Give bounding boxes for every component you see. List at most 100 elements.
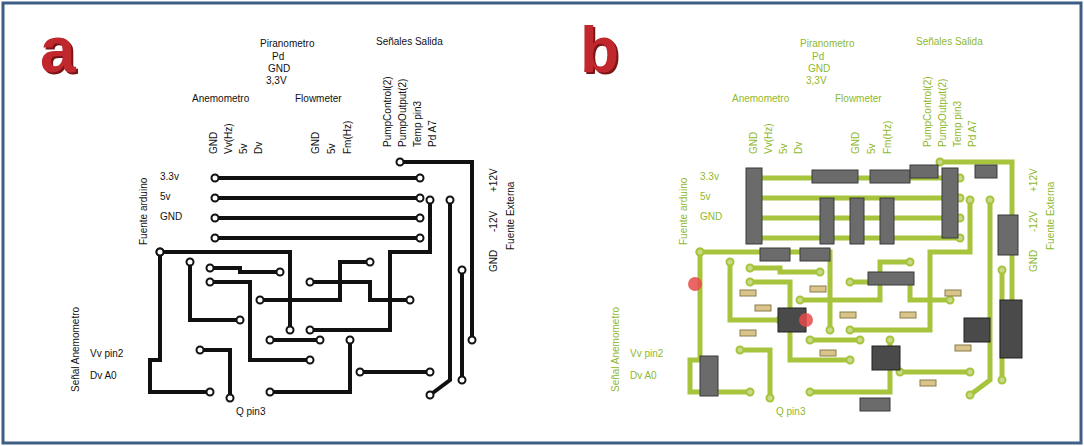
signal-label: Pd A7 [427, 120, 439, 147]
signal-label: Temp pin3 [952, 101, 964, 147]
solder-pad [427, 369, 434, 376]
solder-pad [277, 269, 284, 276]
solder-pad [857, 337, 864, 344]
solder-pad [237, 317, 244, 324]
copper-trace [215, 176, 420, 180]
signal-label: Señal Anemometro [610, 307, 622, 392]
signal-label: PumpOutput(2) [937, 79, 949, 147]
copper-trace [730, 262, 780, 320]
signal-label: Fm(Hz) [882, 121, 894, 154]
pin-header [860, 398, 890, 411]
solder-pad [307, 357, 314, 364]
pin-header [800, 248, 830, 261]
solder-pad [887, 337, 894, 344]
signal-label: +12V [1028, 168, 1040, 192]
copper-trace [215, 196, 420, 200]
solder-pad [197, 347, 204, 354]
signal-label: 3,3V [806, 75, 827, 87]
copper-trace [160, 252, 290, 330]
pin-header [870, 170, 910, 183]
resistor [920, 380, 936, 386]
signal-label: Q pin3 [776, 406, 805, 418]
solder-pad [207, 279, 214, 286]
signal-label: Vv(Hz) [763, 123, 775, 154]
signal-label: Señales Salida [916, 36, 983, 48]
copper-trace [430, 200, 450, 395]
solder-pad [212, 195, 219, 202]
pin-header [880, 198, 894, 244]
signal-label: GND [488, 250, 500, 272]
copper-trace [700, 252, 830, 330]
copper-layer [688, 159, 1022, 412]
solder-pad [937, 159, 944, 166]
solder-pad [967, 392, 974, 399]
signal-label: Señal Anemometro [70, 307, 82, 392]
copper-trace [310, 200, 430, 330]
solder-pad [427, 392, 434, 399]
signal-label: GND [808, 63, 830, 75]
pin-header [910, 165, 938, 178]
led [688, 277, 702, 291]
resistor [810, 286, 826, 292]
signal-label: 5v [238, 143, 250, 154]
pin-header [760, 248, 790, 261]
signal-label: Dv [793, 142, 805, 154]
solder-pad [317, 337, 324, 344]
pin-header [942, 168, 958, 238]
signal-label: Temp pin3 [412, 101, 424, 147]
copper-trace [750, 268, 820, 272]
resistor [955, 345, 971, 351]
signal-label: PumpControl(2) [382, 76, 394, 147]
solder-pad [212, 175, 219, 182]
solder-pad [817, 269, 824, 276]
signal-label: 5v [866, 143, 878, 154]
solder-pad [999, 377, 1006, 384]
artwork-layer [150, 159, 476, 402]
signal-label: Vv(Hz) [223, 123, 235, 154]
ic-chip [872, 346, 900, 370]
signal-label: -12V [488, 211, 500, 232]
copper-trace [190, 262, 240, 320]
copper-trace [810, 338, 860, 343]
signal-label: PumpControl(2) [922, 76, 934, 147]
solder-pad [697, 249, 704, 256]
solder-pad [767, 395, 774, 402]
solder-pad [697, 249, 704, 256]
solder-pad [987, 197, 994, 204]
solder-pad [347, 337, 354, 344]
solder-pad [157, 249, 164, 256]
copper-trace [310, 282, 410, 300]
solder-pad [747, 389, 754, 396]
solder-pad [307, 327, 314, 334]
solder-pad [807, 337, 814, 344]
copper-trace [215, 216, 420, 220]
signal-label: Vv pin2 [90, 348, 123, 360]
solder-pad [727, 259, 734, 266]
signal-label: GND [1028, 250, 1040, 272]
solder-pad [747, 279, 754, 286]
pin-header [746, 168, 762, 244]
solder-pad [207, 389, 214, 396]
signal-label: Dv [253, 142, 265, 154]
pin-header [700, 356, 718, 396]
panel-letter: a [40, 18, 76, 82]
signal-label: 5v [700, 191, 711, 203]
solder-pad [417, 175, 424, 182]
solder-pad [827, 327, 834, 334]
solder-pad [447, 197, 454, 204]
resistor [740, 330, 756, 336]
panel-letter: b [580, 18, 619, 82]
signal-label: Q pin3 [236, 406, 265, 418]
signal-label: 3.3v [700, 171, 719, 183]
solder-pad [967, 369, 974, 376]
frame [3, 3, 1081, 443]
signal-label: GND [700, 211, 722, 223]
ic-chip [964, 318, 990, 342]
pin-header [868, 272, 914, 285]
copper-trace [270, 338, 320, 342]
solder-pad [207, 265, 214, 272]
signal-label: GND [160, 211, 182, 223]
signal-label: Pd [272, 51, 284, 63]
